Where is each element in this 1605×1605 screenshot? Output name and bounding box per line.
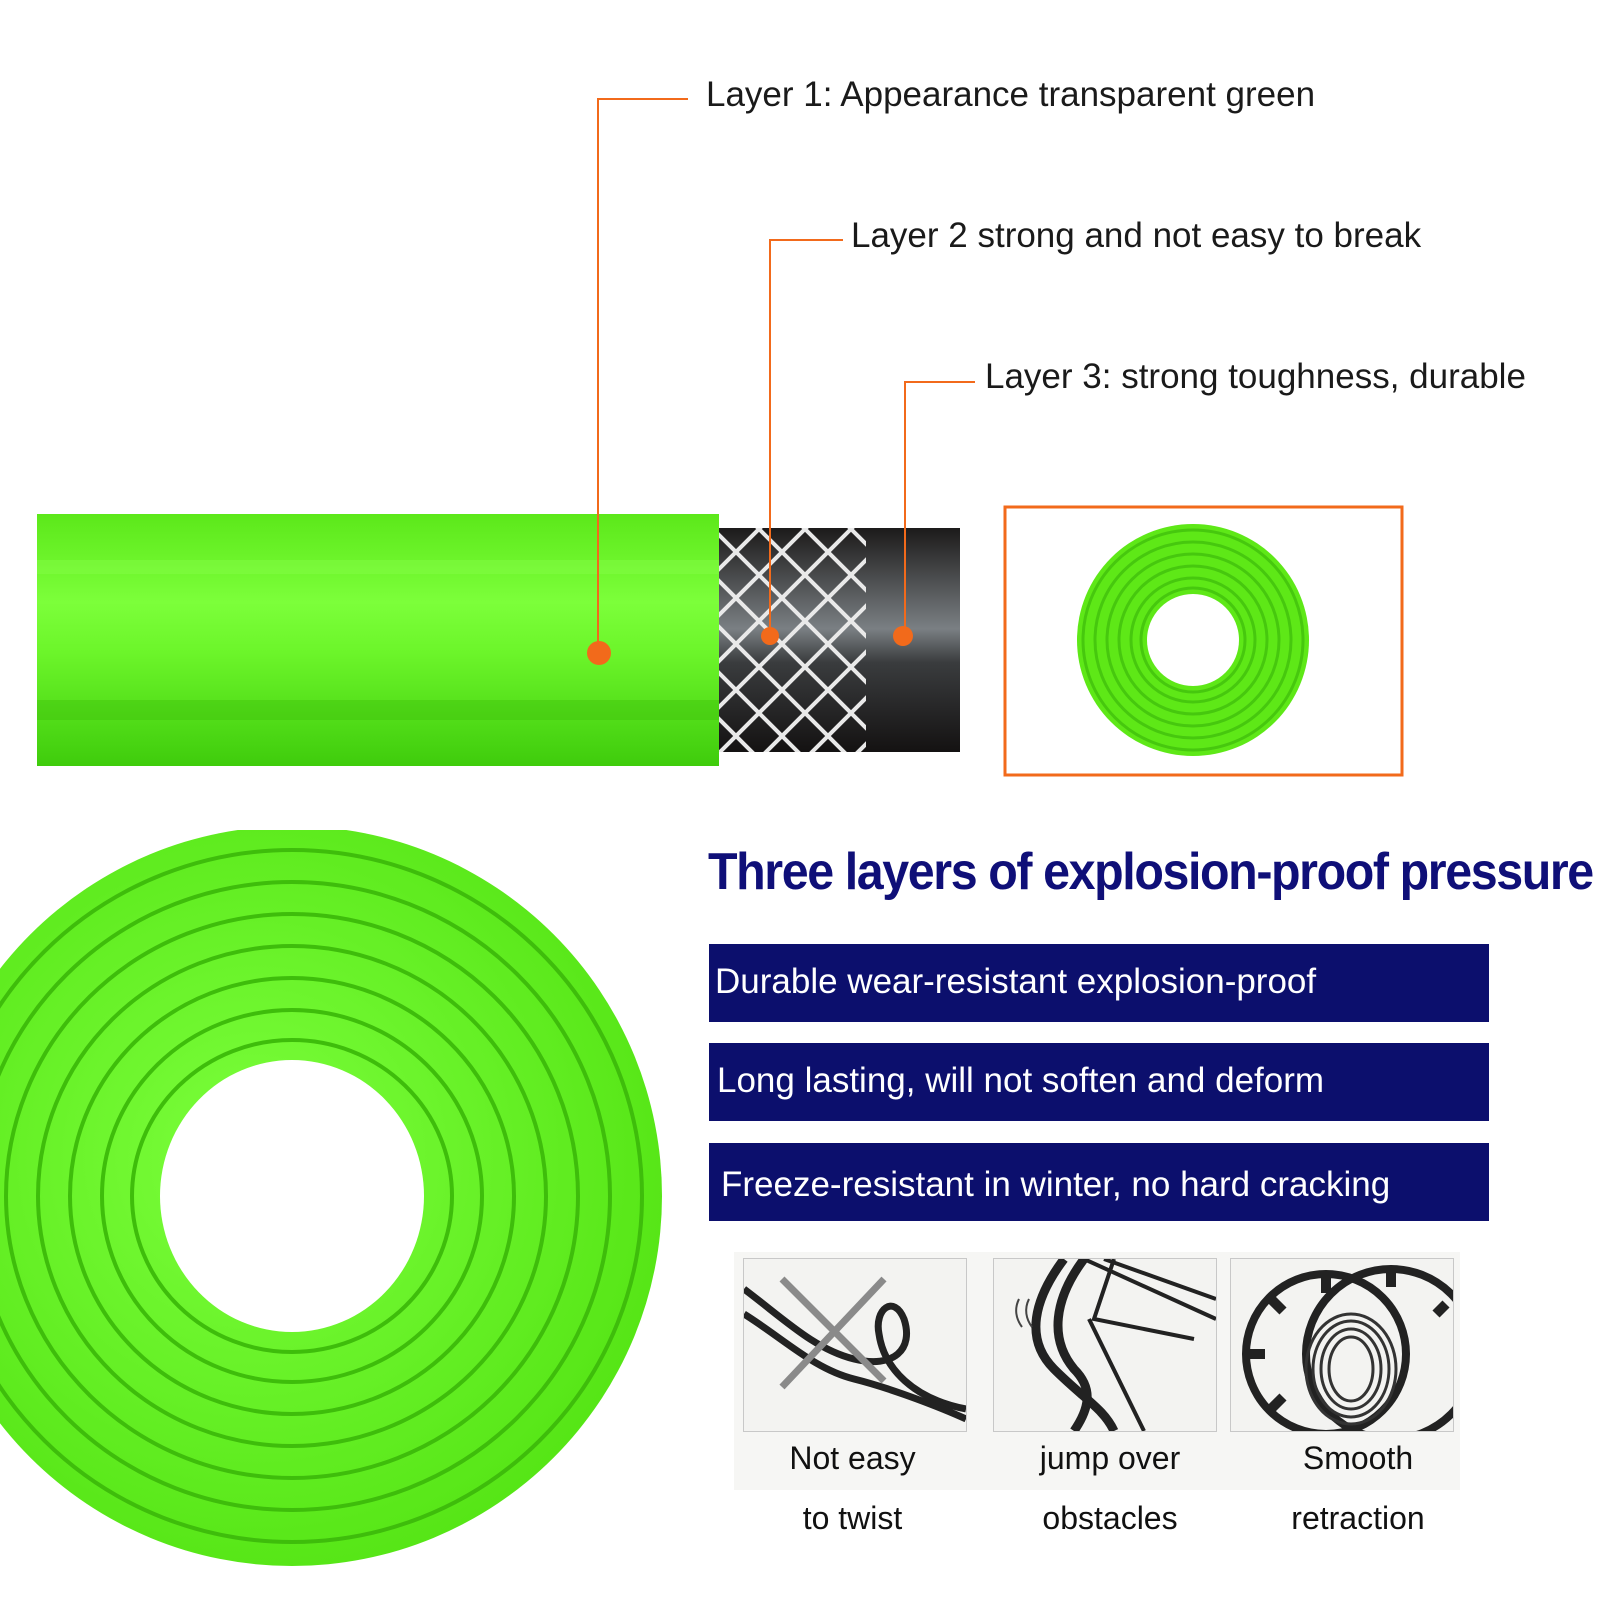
caption-smooth-retraction: Smooth retraction — [1291, 1440, 1425, 1536]
layer1-label: Layer 1: Appearance transparent green — [706, 75, 1316, 114]
twist-icon — [741, 1258, 968, 1432]
hose-end-view — [1077, 524, 1309, 756]
feature-banner-1: Durable wear-resistant explosion-proof — [709, 944, 1489, 1022]
callout-line-3 — [904, 381, 975, 636]
callout-dot-3 — [893, 626, 913, 646]
reel-icon — [1230, 1258, 1480, 1443]
callout-dot-1 — [587, 641, 611, 665]
layer2-mesh — [718, 528, 866, 752]
hose-layers-illustration — [37, 98, 1404, 777]
feature-banner-3: Freeze-resistant in winter, no hard crac… — [709, 1143, 1489, 1221]
caption-jump-over-obstacles: jump over obstacles — [1039, 1440, 1181, 1536]
feature-text-2: Long lasting, will not soften and deform — [717, 1061, 1325, 1100]
layer2-label: Layer 2 strong and not easy to break — [851, 216, 1422, 255]
layer3-label: Layer 3: strong toughness, durable — [985, 357, 1526, 396]
coiled-hose-image — [0, 830, 662, 1566]
feature-text-3: Freeze-resistant in winter, no hard crac… — [721, 1165, 1391, 1204]
obstacle-icon — [993, 1256, 1217, 1434]
end-view-frame — [1003, 505, 1404, 777]
caption-not-easy-to-twist: Not easy to twist — [789, 1440, 916, 1536]
headline: Three layers of explosion-proof pressure — [708, 843, 1594, 901]
feature-banner-2: Long lasting, will not soften and deform — [709, 1043, 1489, 1121]
callout-line-2 — [769, 239, 843, 636]
callout-dot-2 — [761, 627, 779, 645]
layer1-outer-tube — [37, 514, 719, 766]
feature-text-1: Durable wear-resistant explosion-proof — [715, 962, 1317, 1001]
callout-line-1 — [597, 98, 688, 652]
